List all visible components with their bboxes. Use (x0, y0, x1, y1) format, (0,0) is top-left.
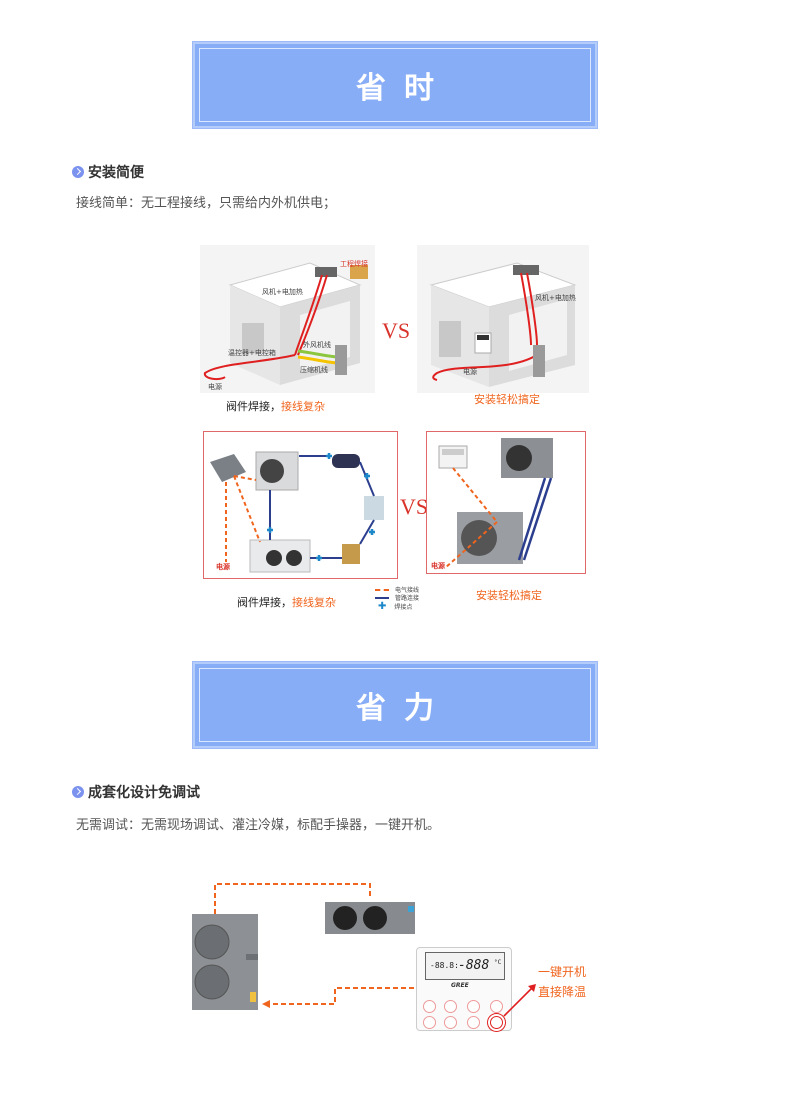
power-button[interactable] (490, 1016, 503, 1029)
diagram-traditional-room: 工程焊接 风机+电加热 温控器+电控箱 外风机线 压缩机线 电源 (200, 245, 375, 393)
label-outer-fan-line: 外风机线 (303, 341, 331, 349)
label-power: 电源 (208, 383, 222, 391)
caption-orange-text: 接线复杂 (281, 400, 325, 413)
diagram-traditional-system: 电源 (203, 431, 398, 579)
heading-text: 成套化设计免调试 (88, 785, 200, 801)
label-power: 电源 (463, 368, 477, 376)
vs-label: VS (400, 494, 429, 519)
view-button[interactable] (490, 1000, 503, 1013)
dashed-orange-line-icon (375, 588, 389, 591)
label-fan-heater: 风机+电加热 (535, 294, 576, 302)
legend-item-electrical: 电气接线 (375, 585, 419, 594)
system-illustration (210, 451, 384, 573)
room-illustration (203, 262, 368, 385)
section-heading-no-debug: 成套化设计免调试 (72, 782, 200, 802)
room-illustration (429, 262, 577, 387)
banner-save-effort: 省力 (193, 662, 597, 748)
up-button[interactable] (467, 1000, 480, 1013)
label-compressor-line: 压缩机线 (300, 366, 328, 374)
legend-item-pipe: 管路连接 (375, 593, 419, 602)
brand-logo: GREE (451, 982, 469, 989)
legend-item-weld: ✚ 焊接点 (378, 601, 412, 612)
banner-title: 省时 (356, 71, 452, 106)
banner-save-time: 省时 (193, 42, 597, 128)
down-button[interactable] (467, 1016, 480, 1029)
mode-button[interactable] (423, 1000, 436, 1013)
legend-label: 管路连接 (395, 595, 420, 602)
set-button[interactable] (444, 1000, 457, 1013)
callout-line-1: 一键开机 (538, 965, 587, 979)
banner-title: 省力 (356, 691, 452, 726)
controller-panel: -88.8: -888 °C GREE (416, 947, 512, 1031)
chevron-right-circle-icon (72, 166, 84, 178)
legend-label: 焊接点 (394, 604, 413, 611)
caption-black-text: 阀件焊接， (226, 400, 281, 413)
defrost-button[interactable] (423, 1016, 436, 1029)
legend-label: 电气接线 (395, 587, 420, 594)
label-power: 电源 (216, 563, 230, 571)
caption-black-text: 阀件焊接， (237, 596, 292, 609)
label-power: 电源 (431, 562, 445, 570)
callout-arrow-icon (503, 984, 536, 1017)
blue-cross-icon: ✚ (378, 601, 387, 612)
units-and-wiring (192, 883, 430, 1010)
caption-traditional-system: 阀件焊接，接线复杂 (237, 594, 336, 610)
caption-easy-install: 安装轻松搞定 (476, 589, 542, 602)
section-description: 接线简单：无工程接线，只需给内外机供电； (76, 196, 337, 211)
section-heading-easy-install: 安装简便 (72, 162, 144, 182)
start-button[interactable] (444, 1016, 457, 1029)
lcd-right-value: -888 (458, 958, 490, 973)
caption-easy-install: 安装轻松搞定 (474, 393, 540, 406)
lcd-display: -88.8: -888 °C (425, 952, 505, 980)
callout-line-2: 直接降温 (538, 985, 587, 999)
system-illustration (438, 438, 553, 569)
label-fan-heater: 风机+电加热 (262, 288, 303, 296)
chevron-right-circle-icon (72, 786, 84, 798)
section-description: 无需调试：无需现场调试、灌注冷媒，标配手操器，一键开机。 (76, 818, 441, 833)
caption-orange-text: 接线复杂 (292, 596, 336, 609)
lcd-left-value: -88.8: (430, 961, 459, 970)
diagram-new-system: 电源 (426, 431, 586, 574)
label-thermostat: 温控器+电控箱 (228, 349, 276, 357)
vs-label: VS (382, 318, 411, 343)
caption-traditional: 阀件焊接，接线复杂 (226, 398, 325, 414)
solid-blue-line-icon (375, 596, 389, 599)
heading-text: 安装简便 (88, 165, 144, 181)
label-welding: 工程焊接 (340, 260, 368, 268)
diagram-new-room: 风机+电加热 电源 (417, 245, 589, 393)
lcd-unit: °C (494, 959, 502, 966)
